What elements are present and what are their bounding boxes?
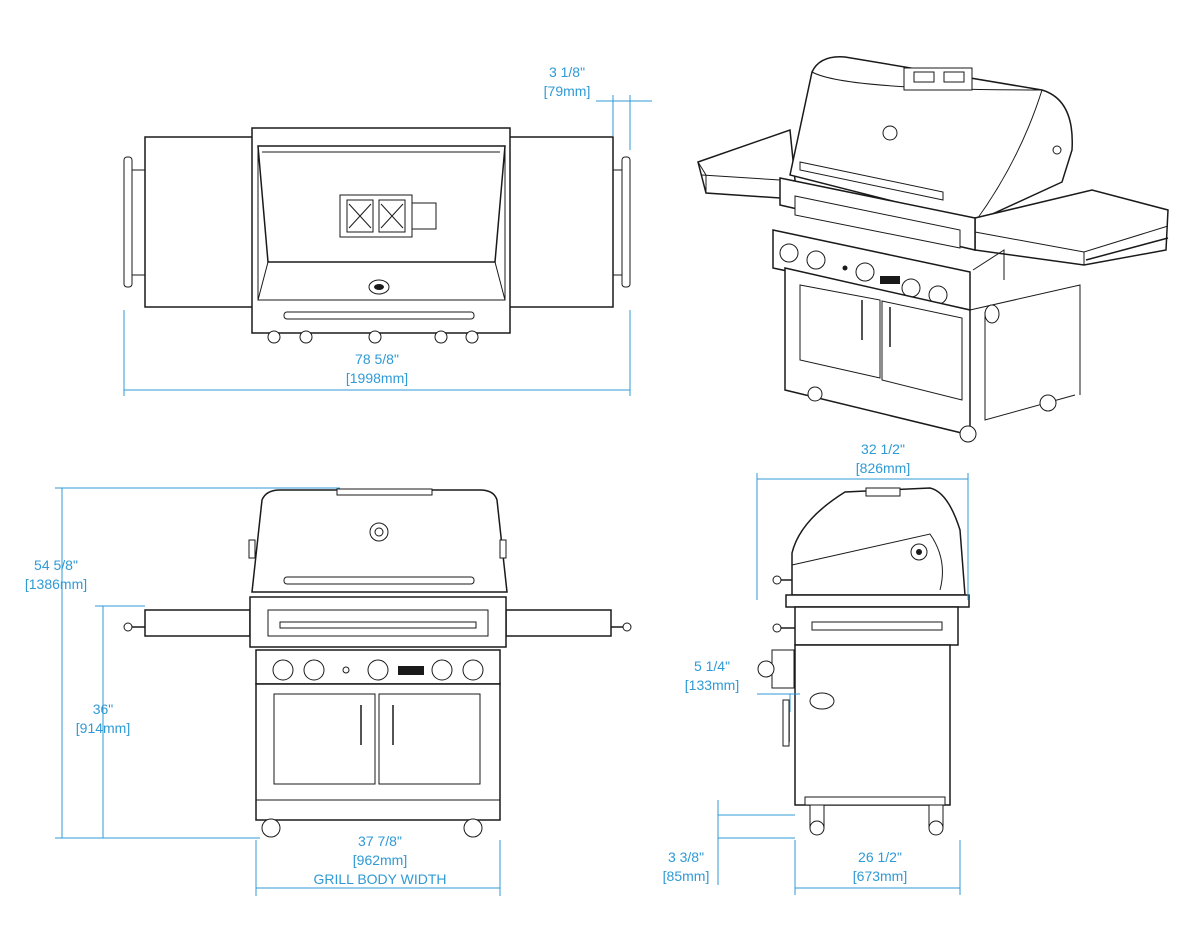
- cart-side: [794, 644, 951, 806]
- control-knobs-iso: [779, 243, 948, 305]
- right-handle-top: [621, 156, 631, 288]
- caster-height-inches: 3 3/8": [668, 849, 704, 865]
- top-view: [123, 127, 631, 344]
- cart-depth-inches: 26 1/2": [858, 849, 902, 865]
- infrared-burner-top: [339, 194, 413, 238]
- left-shelf-front: [144, 609, 251, 637]
- overall-depth-inches: 32 1/2": [861, 441, 905, 457]
- control-knobs-front: [272, 659, 484, 681]
- grill-body-width-inches: 37 7/8": [358, 833, 402, 849]
- casters-side: [809, 804, 944, 836]
- overall-height-inches: 54 5/8": [34, 557, 78, 573]
- caster-height-mm: [85mm]: [663, 868, 710, 884]
- overall-width-mm: [1998mm]: [346, 370, 408, 386]
- lid-clearance-mm: [79mm]: [544, 83, 591, 99]
- overall-height-mm: [1386mm]: [25, 576, 87, 592]
- casters-iso: [807, 386, 1057, 443]
- isometric-view: [697, 56, 1169, 443]
- right-shelf-front: [505, 609, 612, 637]
- side-offset-mm: [133mm]: [685, 677, 739, 693]
- grill-body-width-mm: [962mm]: [353, 852, 407, 868]
- counter-height-inches: 36": [93, 701, 114, 717]
- overall-depth-mm: [826mm]: [856, 460, 910, 476]
- counter-height-mm: [914mm]: [76, 720, 130, 736]
- control-knobs-top: [267, 330, 479, 344]
- side-offset-inches: 5 1/4": [694, 658, 730, 674]
- side-view-dimensions: 32 1/2" [826mm] 5 1/4" [133mm] 3 3/8" [8…: [663, 441, 969, 895]
- left-handle-top: [123, 156, 133, 288]
- side-view: [757, 487, 970, 836]
- left-shelf-top: [144, 136, 256, 308]
- casters-front: [261, 818, 483, 838]
- lid-side: [791, 487, 966, 596]
- front-view-dimensions: 54 5/8" [1386mm] 36" [914mm] 37 7/8" [96…: [25, 487, 501, 896]
- front-view: [123, 488, 632, 838]
- grill-body-width-label: GRILL BODY WIDTH: [313, 871, 446, 887]
- front-handle-top: [283, 311, 475, 320]
- cart-front: [255, 683, 501, 821]
- right-shelf-top: [507, 136, 614, 308]
- cart-depth-mm: [673mm]: [853, 868, 907, 884]
- top-view-dimensions: 78 5/8" [1998mm] 3 1/8" [79mm]: [123, 64, 652, 396]
- lid-clearance-inches: 3 1/8": [549, 64, 585, 80]
- overall-width-inches: 78 5/8": [355, 351, 399, 367]
